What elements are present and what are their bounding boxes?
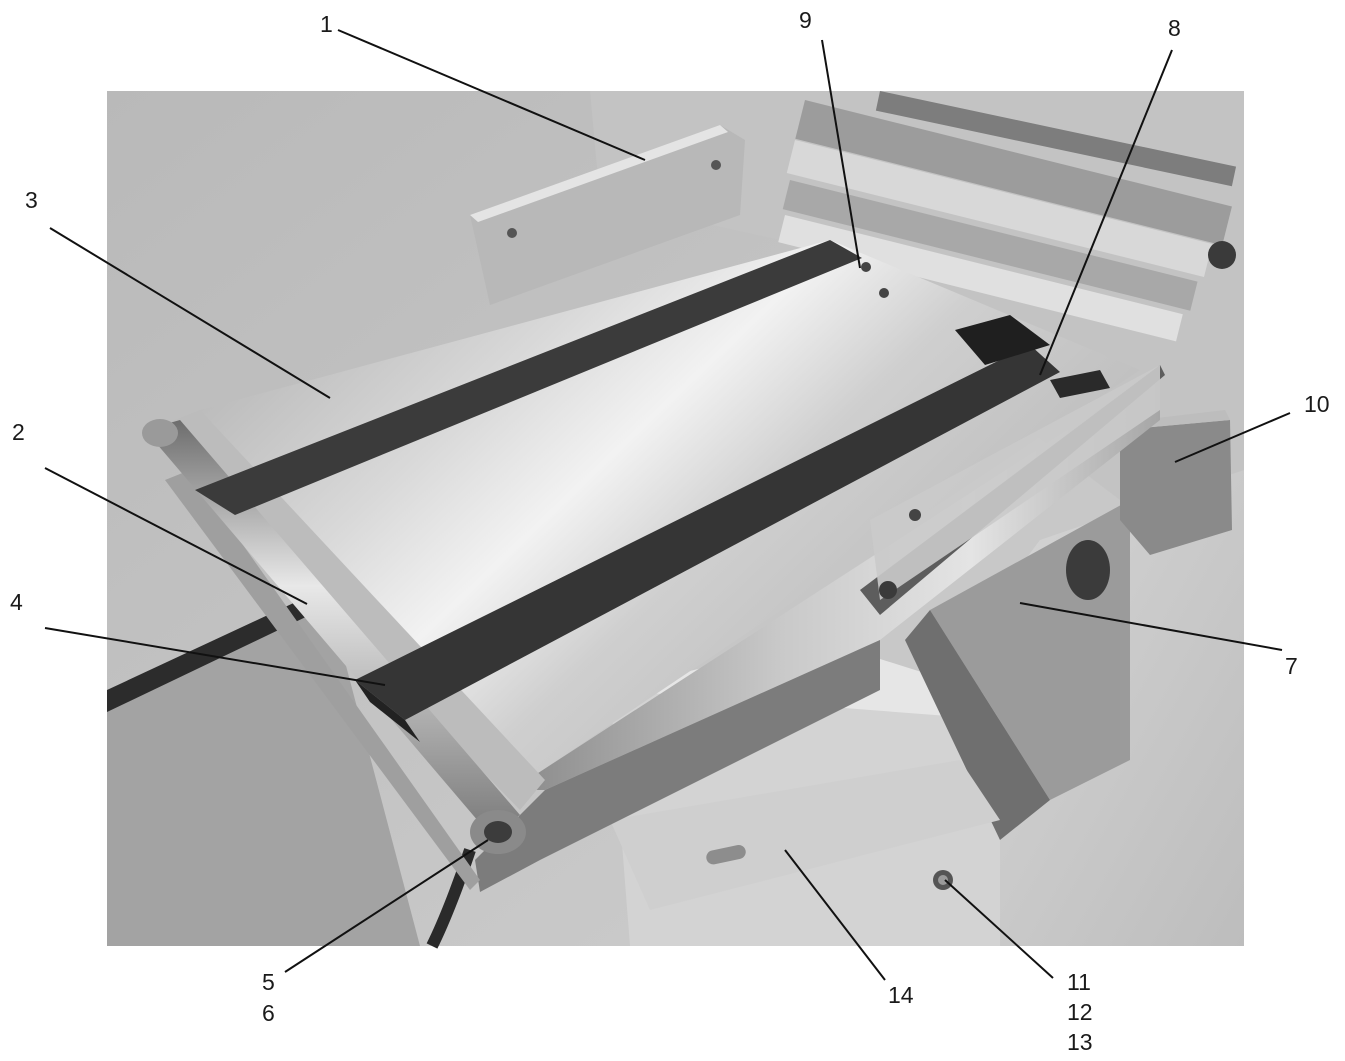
callout-7: 7 bbox=[1285, 653, 1298, 679]
callout-labels: 1 9 8 3 10 2 4 7 5 6 14 11 12 13 bbox=[10, 7, 1330, 1055]
callout-10: 10 bbox=[1304, 391, 1330, 417]
callout-2: 2 bbox=[12, 419, 25, 445]
leader-8 bbox=[1039, 49, 1173, 376]
leader-5-6 bbox=[284, 839, 489, 973]
callout-9: 9 bbox=[799, 7, 812, 33]
callout-13: 13 bbox=[1067, 1029, 1093, 1055]
leader-4 bbox=[44, 627, 386, 686]
callout-4: 4 bbox=[10, 589, 23, 615]
leader-7 bbox=[1019, 602, 1283, 651]
leader-10 bbox=[1174, 412, 1291, 463]
callout-8: 8 bbox=[1168, 15, 1181, 41]
callout-1: 1 bbox=[320, 11, 333, 37]
callout-12: 12 bbox=[1067, 999, 1093, 1025]
callout-11: 11 bbox=[1067, 969, 1091, 995]
leader-1 bbox=[337, 29, 646, 161]
leader-14 bbox=[784, 849, 886, 981]
callout-3: 3 bbox=[25, 187, 38, 213]
callout-6: 6 bbox=[262, 1000, 275, 1026]
leader-lines bbox=[44, 29, 1291, 981]
leader-11-13 bbox=[944, 879, 1054, 979]
leader-3 bbox=[49, 227, 331, 399]
leader-2 bbox=[44, 467, 308, 605]
product-photo bbox=[107, 90, 1244, 949]
leader-9 bbox=[821, 39, 861, 269]
callout-5: 5 bbox=[262, 969, 275, 995]
callout-14: 14 bbox=[888, 982, 914, 1008]
